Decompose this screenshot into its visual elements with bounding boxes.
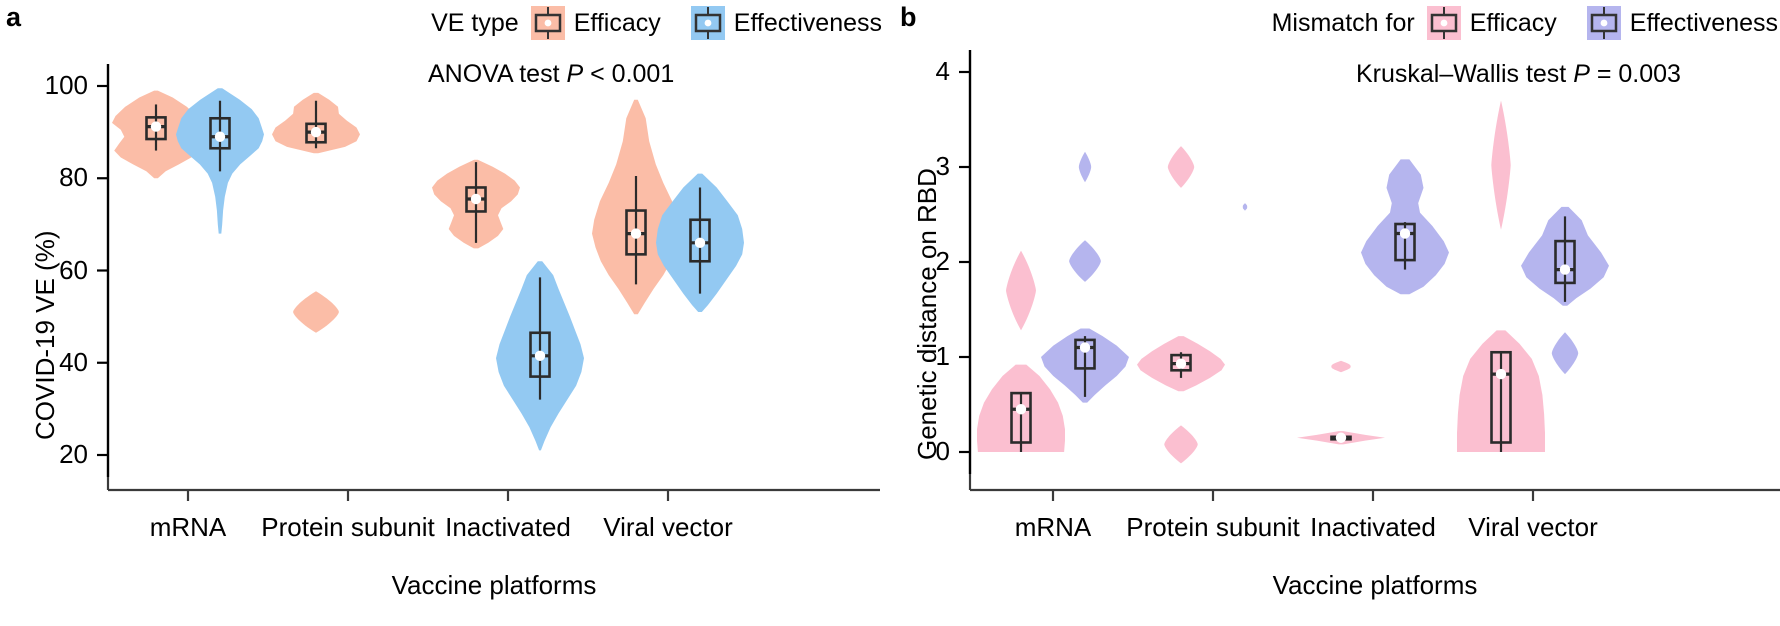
plot-area xyxy=(97,64,880,501)
legend: Mismatch for Efficacy Effectiveness xyxy=(1272,6,1778,40)
y-tick-label: 3 xyxy=(935,151,950,181)
legend-key-efficacy[interactable] xyxy=(1426,6,1461,40)
x-tick-label: mRNA xyxy=(149,512,227,542)
x-tick-label: Inactivated xyxy=(1310,512,1436,542)
legend-label: Efficacy xyxy=(573,8,661,37)
panel-letter: a xyxy=(6,2,22,32)
violin-outlier-blob xyxy=(1551,332,1579,375)
violin-outlier-blob xyxy=(1167,146,1195,188)
violin-outlier-blob xyxy=(1331,360,1351,373)
y-tick-label: 80 xyxy=(59,162,88,193)
x-tick-label: Inactivated xyxy=(445,512,571,542)
x-axis-title: Vaccine platforms xyxy=(391,570,597,600)
y-tick-label: 60 xyxy=(59,254,88,285)
median-marker xyxy=(214,131,226,142)
panel-letter: b xyxy=(900,2,917,32)
box xyxy=(145,116,167,141)
x-axis-title: Vaccine platforms xyxy=(1272,570,1478,600)
violin-outlier-blob xyxy=(1242,203,1248,211)
median-marker xyxy=(1175,358,1187,369)
x-tick-label: Viral vector xyxy=(603,512,733,542)
median-marker xyxy=(150,121,162,132)
legend-key-efficacy[interactable] xyxy=(530,6,565,40)
box xyxy=(1554,239,1576,285)
legend-label: Effectiveness xyxy=(1629,8,1778,37)
violin-outlier-blob xyxy=(1006,250,1036,331)
violin-outlier-blob xyxy=(1164,425,1198,464)
legend-key-effectiveness[interactable] xyxy=(690,6,725,40)
y-tick-label: 20 xyxy=(59,439,88,469)
legend-title: Mismatch for xyxy=(1271,8,1415,37)
y-tick-label: 4 xyxy=(935,56,950,86)
y-tick-label: 100 xyxy=(44,70,88,100)
median-marker xyxy=(1335,432,1347,443)
median-marker xyxy=(1495,368,1507,380)
median-marker xyxy=(1399,228,1411,239)
median-marker xyxy=(630,228,642,239)
median-marker xyxy=(534,350,546,362)
violin-outlier-blob xyxy=(293,291,339,333)
median-marker xyxy=(694,237,706,249)
median-marker xyxy=(470,193,482,205)
x-tick-label: Viral vector xyxy=(1468,512,1598,542)
box xyxy=(209,116,231,150)
legend: VE type Efficacy Effectiveness xyxy=(431,6,882,40)
x-tick-label: Protein subunit xyxy=(1126,512,1300,542)
box xyxy=(1490,350,1512,444)
box xyxy=(1010,391,1032,444)
violin-outlier-blob xyxy=(1069,240,1101,282)
plot-area xyxy=(959,50,1780,501)
violin-outlier-blob xyxy=(1491,100,1511,230)
legend-key-effectiveness[interactable] xyxy=(1586,6,1621,40)
y-tick-label: 40 xyxy=(59,346,88,377)
box xyxy=(1394,222,1416,262)
box xyxy=(689,218,711,263)
y-tick-label: 1 xyxy=(935,341,950,371)
statistical-test-note: Kruskal–Wallis test P = 0.003 xyxy=(1356,60,1681,88)
x-tick-label: mRNA xyxy=(1014,512,1092,542)
box xyxy=(1074,338,1096,370)
median-marker xyxy=(310,126,322,138)
legend-label: Effectiveness xyxy=(733,8,882,37)
median-marker xyxy=(1559,264,1571,275)
legend-label: Efficacy xyxy=(1469,8,1557,37)
median-marker xyxy=(1079,342,1091,353)
median-marker xyxy=(1015,404,1027,415)
y-tick-label: 0 xyxy=(935,436,950,466)
legend-title: VE type xyxy=(431,8,519,37)
y-tick-label: 2 xyxy=(935,246,950,276)
violin-outlier-blob xyxy=(1078,151,1092,183)
x-tick-label: Protein subunit xyxy=(261,512,435,542)
statistical-test-note: ANOVA test P < 0.001 xyxy=(428,60,675,88)
